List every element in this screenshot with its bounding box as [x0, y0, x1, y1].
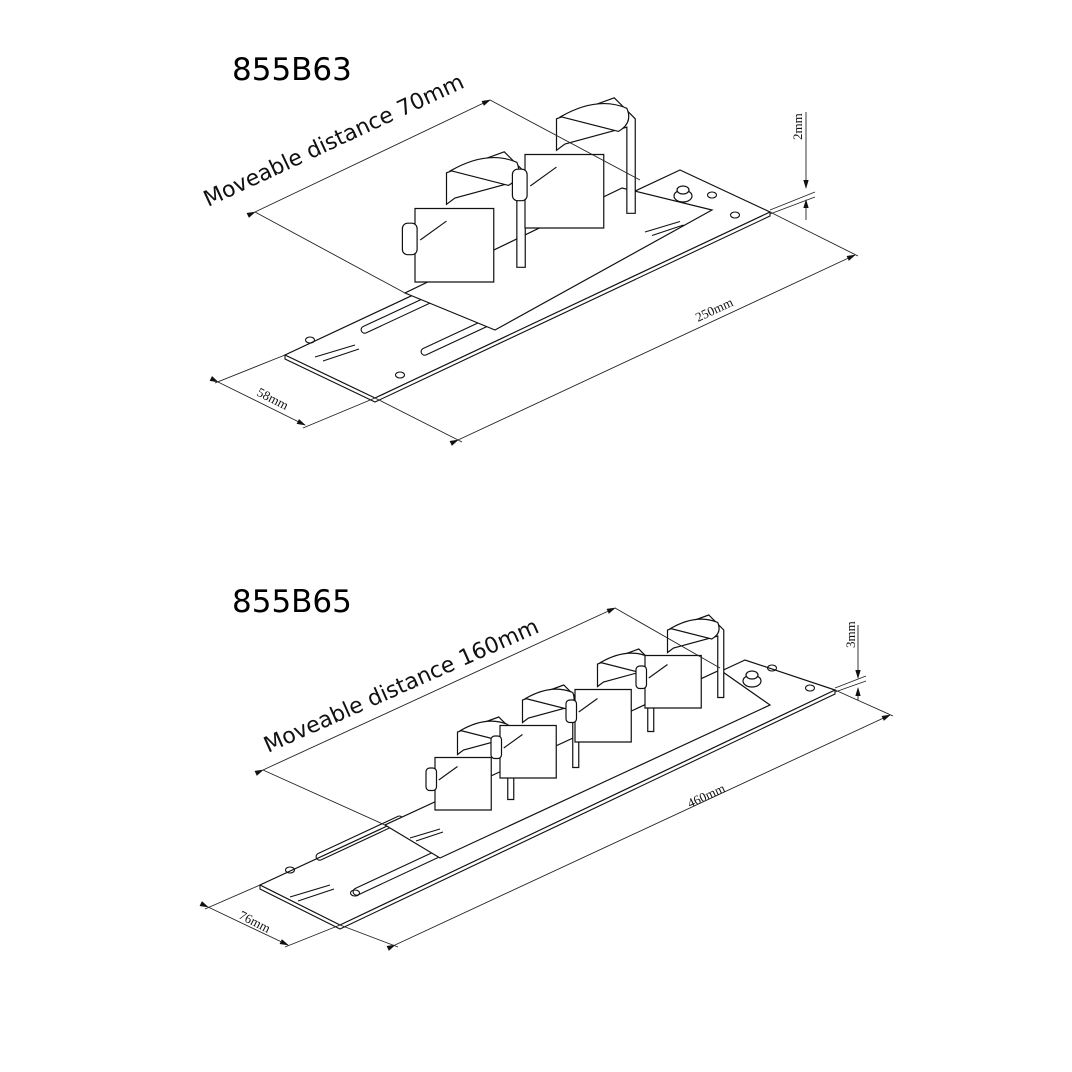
base-plate-edge	[284, 212, 771, 403]
clamp-knob	[511, 168, 528, 202]
clamp-front	[524, 153, 605, 229]
clamp-knob	[490, 735, 503, 760]
mounting-hole	[304, 336, 316, 344]
clamp-spring	[648, 664, 668, 679]
clamp-tab	[668, 618, 720, 640]
clamp-front	[434, 756, 492, 811]
clamp-knob	[425, 767, 438, 792]
mounting-hole	[349, 889, 361, 897]
moveable-distance-label: Moveable distance 70mm	[200, 70, 468, 213]
width-label: 76mm	[237, 907, 273, 935]
clamp-knob	[635, 665, 648, 690]
clamp	[511, 97, 636, 229]
logo-mark	[314, 344, 360, 362]
product-855b63: 855B63 Moveable distance 70mm 250mm 58mm	[200, 52, 859, 446]
clamp-front	[499, 724, 557, 779]
dimension-thickness: 2mm	[769, 112, 816, 220]
thickness-label: 2mm	[790, 113, 805, 140]
length-label: 460mm	[685, 780, 727, 810]
mounting-hole	[766, 664, 778, 672]
clamp-tab	[559, 103, 630, 133]
clamp-front	[414, 207, 495, 283]
clamp-spring	[529, 166, 557, 187]
clamp-front	[644, 654, 702, 709]
thickness-label: 3mm	[843, 621, 858, 648]
model-title: 855B65	[232, 584, 352, 620]
base-plate-edge	[259, 690, 836, 930]
dimension-thickness: 3mm	[834, 621, 867, 700]
stop-knob-cap	[676, 185, 690, 195]
stop-knob-cap	[745, 670, 759, 680]
rail-assembly-drawing	[258, 614, 837, 930]
clamp-spring	[419, 220, 447, 241]
logo-mark	[644, 220, 684, 237]
width-label: 58mm	[255, 384, 291, 412]
product-855b65: 855B65 Moveable distance 160mm 460mm 76m…	[199, 584, 894, 951]
logo-mark	[289, 884, 335, 902]
clamp-knob	[565, 699, 578, 724]
mounting-hole	[804, 684, 816, 692]
mounting-hole	[394, 371, 406, 379]
mounting-hole	[284, 866, 296, 874]
clamp	[635, 614, 725, 709]
mounting-hole	[706, 191, 718, 199]
clamp-knob	[401, 222, 418, 256]
mounting-hole	[729, 211, 741, 219]
model-title: 855B63	[232, 52, 352, 88]
clamp-front	[574, 688, 632, 743]
